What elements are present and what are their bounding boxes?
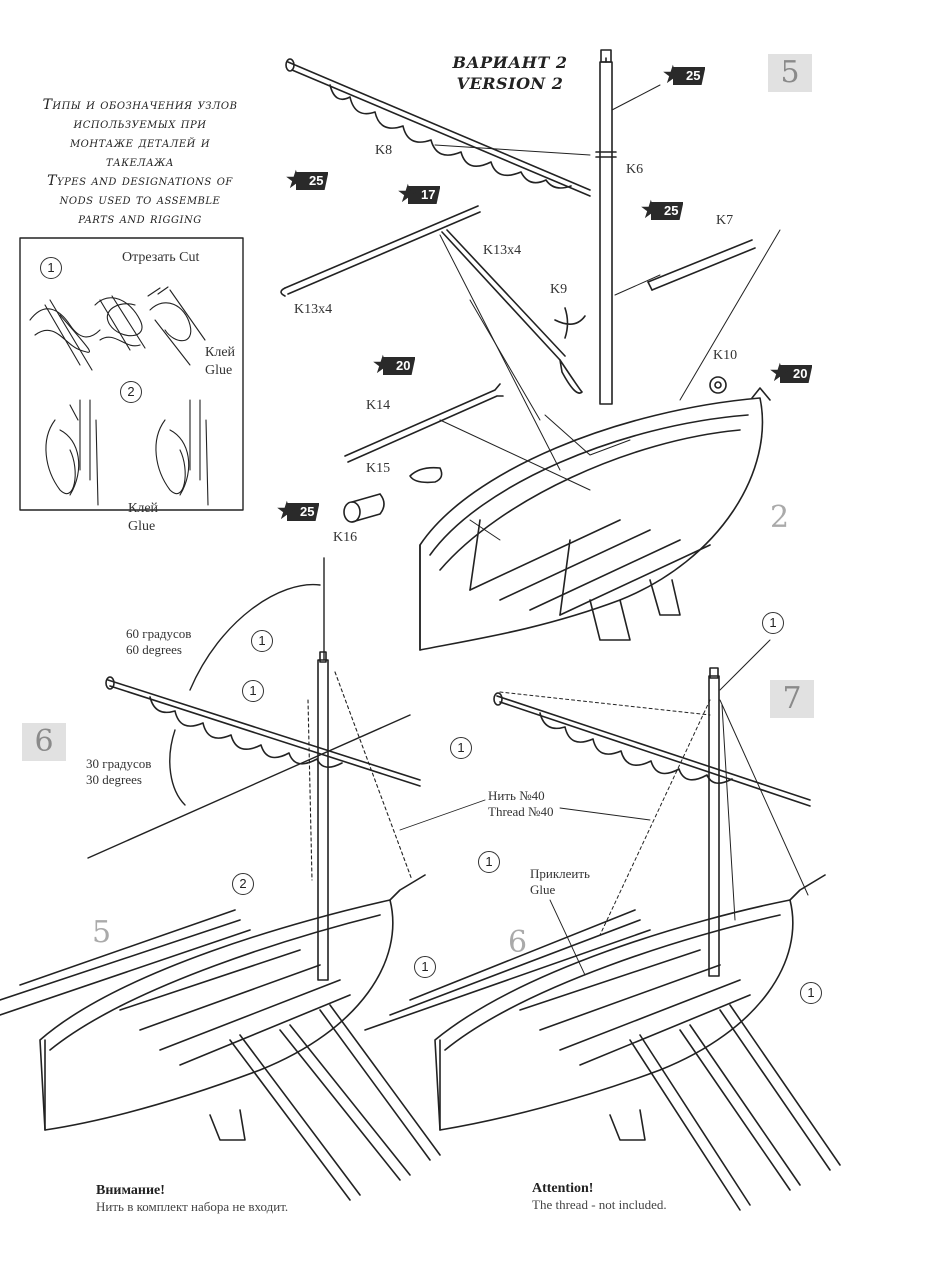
thread-label: Нить №40 Thread №40 bbox=[488, 788, 553, 820]
legend-line: nods used to assemble bbox=[59, 192, 221, 208]
part-label-k13: K13x4 bbox=[294, 302, 333, 317]
step-number-6: 6 bbox=[22, 723, 66, 761]
part-label-k15: K15 bbox=[366, 461, 391, 476]
glue-label-en: Glue bbox=[128, 519, 156, 534]
glue-label-ru: Клей bbox=[205, 345, 236, 360]
part-k6-mast bbox=[595, 49, 617, 405]
note-en: Attention! The thread - not included. bbox=[532, 1181, 667, 1213]
knot-2-drawing bbox=[45, 399, 209, 506]
part-label-k16: K16 bbox=[333, 530, 358, 545]
part-label-k8: K8 bbox=[375, 143, 393, 158]
part-k14-boathook bbox=[344, 383, 504, 463]
glue-label-step7: Приклеить Glue bbox=[530, 866, 590, 898]
glue-step7-ru: Приклеить bbox=[530, 866, 590, 881]
rigging-callout: 1 bbox=[251, 630, 273, 652]
part-label-k10: K10 bbox=[713, 348, 738, 363]
rigging-callout: 1 bbox=[414, 956, 436, 978]
thread-label-en: Thread №40 bbox=[488, 804, 554, 819]
part-k8-yard-sail bbox=[285, 58, 591, 197]
step7-rigging bbox=[499, 639, 809, 936]
boat-step7 bbox=[364, 874, 841, 1211]
legend-line: Типы и обозначения узлов bbox=[42, 97, 238, 113]
rigging-callout: 1 bbox=[762, 612, 784, 634]
step6-rigging bbox=[307, 671, 413, 881]
boat-step5 bbox=[419, 387, 771, 651]
note-en-title: Attention! bbox=[532, 1181, 594, 1196]
variant-title-en: VERSION 2 bbox=[456, 74, 564, 93]
part-label-k9: K9 bbox=[550, 282, 568, 297]
star-badge: ★25 bbox=[277, 500, 320, 522]
rigging-callout: 1 bbox=[450, 737, 472, 759]
thread-leader-lines bbox=[399, 799, 651, 976]
angle-60-ru: 60 градусов bbox=[126, 626, 192, 641]
cut-label: Отрезать Cut bbox=[122, 250, 200, 265]
legend-line: parts and rigging bbox=[78, 211, 202, 227]
step6-mast bbox=[317, 651, 329, 981]
reference-step-5: 5 bbox=[92, 915, 112, 950]
rigging-callout: 1 bbox=[800, 982, 822, 1004]
note-ru: Внимание! Нить в комплект набора не вход… bbox=[96, 1183, 288, 1215]
knot-number-2: 2 bbox=[120, 381, 142, 403]
thread-label-ru: Нить №40 bbox=[488, 788, 545, 803]
note-en-text: The thread - not included. bbox=[532, 1197, 667, 1212]
part-label-k6: K6 bbox=[626, 162, 644, 177]
boat-step6 bbox=[0, 874, 441, 1201]
reference-step-2: 2 bbox=[770, 500, 790, 535]
part-k13-oar-left bbox=[280, 205, 481, 297]
star-badge: ★25 bbox=[663, 64, 706, 86]
glue-label-2: Клей Glue bbox=[128, 500, 158, 536]
step-number-7: 7 bbox=[770, 680, 814, 718]
knot-1-drawing bbox=[29, 286, 206, 371]
knot-legend-caption: Типы и обозначения узлов используемых пр… bbox=[20, 96, 260, 229]
legend-line: монтаже деталей и bbox=[69, 135, 211, 151]
star-badge: ★25 bbox=[641, 199, 684, 221]
angle-arcs bbox=[87, 557, 411, 859]
rigging-callout: 1 bbox=[478, 851, 500, 873]
part-label-k13: K13x4 bbox=[483, 243, 522, 258]
knot-number-1: 1 bbox=[40, 257, 62, 279]
legend-line: такелажа bbox=[105, 154, 174, 170]
angle-60-label: 60 градусов 60 degrees bbox=[126, 626, 191, 658]
angle-30-label: 30 градусов 30 degrees bbox=[86, 756, 151, 788]
step5-leader-lines bbox=[434, 84, 781, 541]
star-badge: ★20 bbox=[770, 362, 813, 384]
part-k10-ring bbox=[709, 376, 727, 394]
rigging-callout: 1 bbox=[242, 680, 264, 702]
part-label-k7: K7 bbox=[716, 213, 734, 228]
reference-step-6: 6 bbox=[508, 925, 528, 960]
glue-label-en: Glue bbox=[205, 363, 233, 378]
star-badge: ★17 bbox=[398, 183, 441, 205]
rigging-callout: 2 bbox=[232, 873, 254, 895]
angle-30-ru: 30 градусов bbox=[86, 756, 152, 771]
glue-label-1: Клей Glue bbox=[205, 344, 235, 380]
part-k16-barrel bbox=[343, 493, 385, 523]
part-label-k14: K14 bbox=[366, 398, 391, 413]
part-k15-fitting bbox=[409, 466, 443, 484]
legend-line: Types and designations of bbox=[47, 173, 233, 189]
part-k9-cleat bbox=[554, 307, 586, 339]
variant-title: ВАРИАНТ 2 VERSION 2 bbox=[440, 52, 580, 94]
part-k13-oar-right bbox=[441, 229, 583, 394]
step7-mast bbox=[708, 667, 720, 977]
knot-diagram-frame bbox=[19, 237, 244, 511]
note-ru-text: Нить в комплект набора не входит. bbox=[96, 1199, 289, 1214]
note-ru-title: Внимание! bbox=[96, 1183, 165, 1198]
angle-60-en: 60 degrees bbox=[126, 642, 182, 657]
variant-title-ru: ВАРИАНТ 2 bbox=[452, 53, 568, 72]
star-badge: ★25 bbox=[286, 169, 329, 191]
glue-step7-en: Glue bbox=[530, 882, 556, 897]
step-number-5: 5 bbox=[768, 54, 812, 92]
part-k7-spar bbox=[647, 239, 756, 291]
angle-30-en: 30 degrees bbox=[86, 772, 142, 787]
step6-yard-sail bbox=[105, 676, 421, 787]
glue-label-ru: Клей bbox=[128, 501, 159, 516]
legend-line: используемых при bbox=[73, 116, 207, 132]
star-badge: ★20 bbox=[373, 354, 416, 376]
